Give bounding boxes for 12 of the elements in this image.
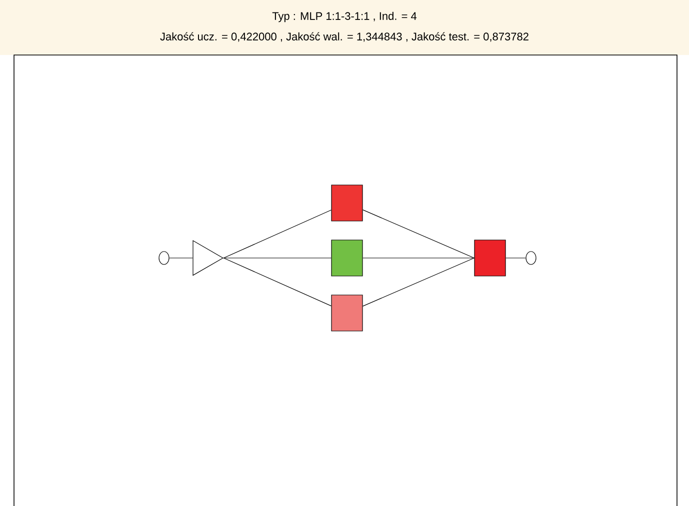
connection-line [362, 210, 474, 258]
terminal-circle [158, 251, 170, 265]
neuron-square [474, 240, 506, 276]
subtitle: Jakość ucz. = 0,422000 , Jakość wal. = 1,344843 , Jakość test. = 0,873782 [160, 32, 528, 42]
neuron-square [331, 240, 363, 276]
connection-line [223, 210, 332, 258]
neuron-square [331, 294, 363, 332]
connection-line [223, 258, 332, 306]
title: Typ : MLP 1:1-3-1:1 , Ind. = 4 [272, 12, 417, 22]
terminal-circle [526, 251, 536, 265]
neuron-square [331, 184, 363, 222]
connection-line [362, 258, 474, 306]
